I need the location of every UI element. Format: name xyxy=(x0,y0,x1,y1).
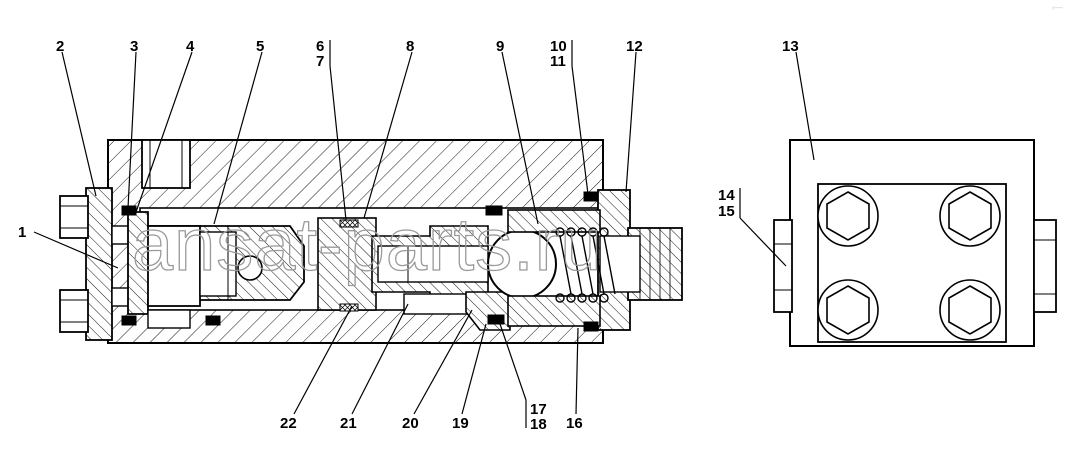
callout-9: 9 xyxy=(496,38,504,55)
side-view-block xyxy=(773,139,1057,347)
callout-1: 1 xyxy=(18,224,26,241)
valve-body xyxy=(59,139,683,344)
bolt-top xyxy=(59,195,89,239)
callout-13: 13 xyxy=(782,38,799,55)
spring-guide xyxy=(507,209,601,233)
top-port-boss xyxy=(141,139,191,189)
callout-4: 4 xyxy=(186,38,195,55)
sleeve xyxy=(317,217,377,311)
callout-20: 20 xyxy=(402,415,419,432)
bolt-bottom xyxy=(59,289,89,333)
callout-12: 12 xyxy=(626,38,643,55)
side-stub-right xyxy=(1033,219,1057,313)
left-cover xyxy=(85,187,113,341)
bolt-head-tr xyxy=(939,185,1001,247)
callout-14: 14 xyxy=(718,187,735,204)
callout-19: 19 xyxy=(452,415,469,432)
callout-16: 16 xyxy=(566,415,583,432)
leader-lines xyxy=(33,40,815,428)
callout-2: 2 xyxy=(56,38,64,55)
bolt-head-tl xyxy=(817,185,879,247)
callout-21: 21 xyxy=(340,415,357,432)
callout-8: 8 xyxy=(406,38,414,55)
bolt-head-bl xyxy=(817,279,879,341)
cross-hole xyxy=(237,255,263,281)
callout-3: 3 xyxy=(130,38,138,55)
piston-core xyxy=(147,225,201,307)
callout-15: 15 xyxy=(718,203,735,220)
callout-22: 22 xyxy=(280,415,297,432)
callout-5: 5 xyxy=(256,38,264,55)
callout-17: 17 xyxy=(530,401,547,418)
callout-7: 7 xyxy=(316,53,324,70)
watermark: ansat-parts.ru xyxy=(132,203,603,286)
callout-labels: 1 2 3 4 5 6 7 8 9 10 11 12 13 14 15 16 1… xyxy=(18,38,799,433)
bolt-head-br xyxy=(939,279,1001,341)
side-stub-left xyxy=(773,219,793,313)
callout-6: 6 xyxy=(316,38,324,55)
callout-18: 18 xyxy=(530,416,547,433)
corner-mark: ‹— xyxy=(1052,3,1063,12)
spring xyxy=(555,227,616,303)
callout-10: 10 xyxy=(550,38,567,55)
seals xyxy=(121,191,599,332)
callout-11: 11 xyxy=(550,53,566,70)
